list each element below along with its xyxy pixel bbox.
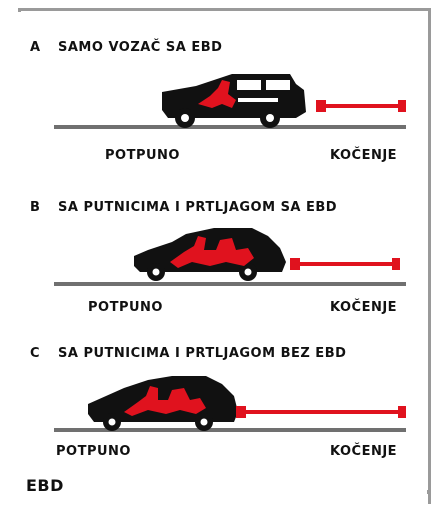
frame-corner-mark: [427, 490, 431, 494]
panel-c-left-label: POTPUNO: [56, 444, 131, 459]
panel-c-right-label: KOČENJE: [330, 444, 398, 459]
brake-force-bar: [290, 258, 400, 270]
driver-figure-icon: [198, 80, 236, 108]
frame-border-top: [18, 8, 431, 11]
panel-b-title: SA PUTNICIMA I PRTLJAGOM SA EBD: [58, 200, 338, 215]
passengers-figure-icon: [170, 236, 254, 268]
frame-border-left: [18, 8, 21, 12]
road-line: [54, 428, 406, 432]
panel-c-title: SA PUTNICIMA I PRTLJAGOM BEZ EBD: [58, 346, 347, 361]
frame-border-right: [428, 8, 431, 504]
car-icon: [162, 74, 306, 128]
road-line: [54, 125, 406, 129]
panel-b-right-label: KOČENJE: [330, 300, 398, 315]
footer-label: EBD: [26, 476, 64, 495]
panel-a-title: SAMO VOZAČ SA EBD: [58, 40, 223, 55]
panel-b-left-label: POTPUNO: [88, 300, 163, 315]
panel-a-letter: A: [30, 40, 41, 55]
panel-a-right-label: KOČENJE: [330, 148, 398, 163]
brake-force-bar: [316, 100, 406, 112]
panel-c-illustration: [54, 376, 406, 432]
passengers-figure-icon: [124, 386, 206, 416]
brake-force-bar: [236, 406, 406, 418]
panel-c-letter: C: [30, 346, 41, 361]
road-line: [54, 282, 406, 286]
panel-b-illustration: [54, 228, 406, 286]
panel-b-letter: B: [30, 200, 41, 215]
panel-a-left-label: POTPUNO: [105, 148, 180, 163]
panel-a-illustration: [54, 74, 406, 129]
